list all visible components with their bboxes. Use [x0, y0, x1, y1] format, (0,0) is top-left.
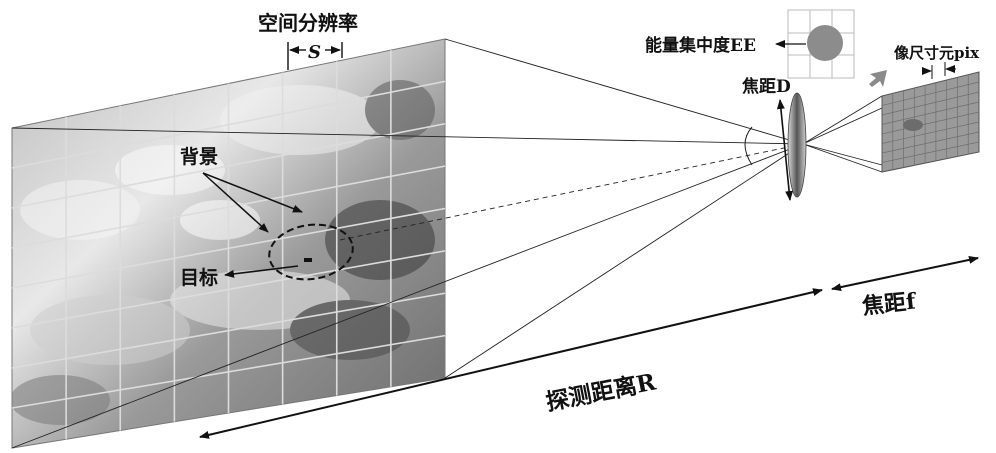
detection-distance-label: 探测距离R [544, 368, 659, 416]
target-label: 目标 [180, 267, 218, 289]
pixel-size-marks [922, 62, 956, 79]
detector-grid-line [881, 91, 980, 116]
aperture-arrow [776, 99, 794, 201]
lens [787, 92, 807, 198]
grid-line [11, 122, 446, 209]
background-label: 背景 [180, 145, 218, 168]
focal-length-f-label: 焦距f [860, 288, 918, 320]
pixel-size-label: 像尺寸元pix [894, 44, 980, 62]
resolution-bracket [287, 42, 343, 70]
detector-grid-line [881, 81, 980, 106]
field-angle-arc [744, 126, 753, 166]
grid-line [11, 207, 446, 289]
target-ellipse [268, 223, 354, 281]
spatial-resolution-label: 空间分辨率 [258, 11, 358, 35]
detector-grid-line [881, 141, 980, 163]
detection-distance-arrow [199, 288, 823, 439]
detector-grid-line [881, 131, 980, 154]
s-symbol-label: S [308, 42, 321, 63]
background-pointers [202, 172, 303, 233]
ee-grid-box [787, 9, 855, 79]
focal-length-d-label: 焦距D [741, 76, 791, 97]
energy-concentration-label: 能量集中度EE [645, 35, 756, 56]
satellite-image [11, 38, 446, 449]
detector-grid-line [881, 121, 980, 144]
spot-on-detector [903, 119, 923, 131]
gray-arrow-icon [869, 70, 887, 87]
detector-grid-line [881, 101, 980, 125]
focal-f-arrow [831, 255, 979, 292]
detector-plane [881, 71, 980, 173]
target-arrow [224, 265, 299, 278]
target-marker [304, 258, 312, 262]
grid-line [11, 165, 446, 249]
detector-grid-line [881, 111, 980, 135]
energy-spot [807, 25, 843, 61]
grid-line [11, 80, 446, 169]
